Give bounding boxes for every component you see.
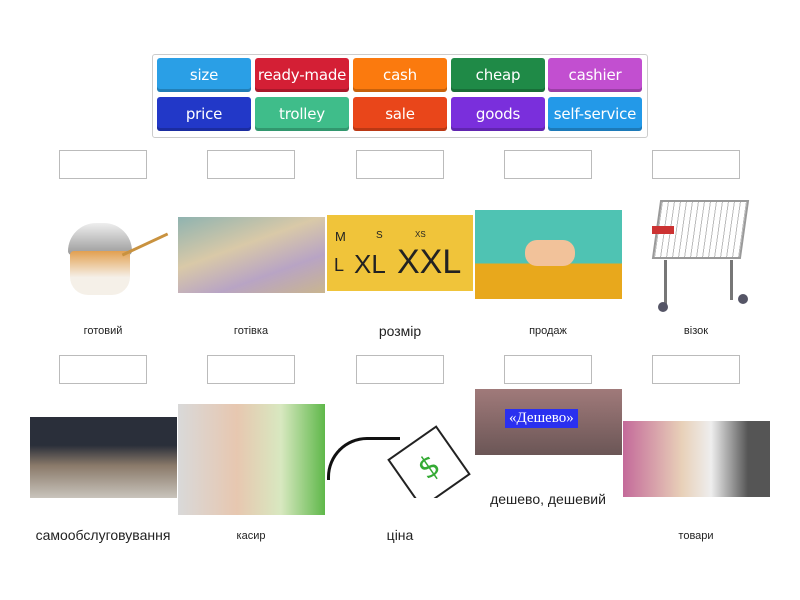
word-tile-ready-made[interactable]: ready-made [255, 58, 349, 92]
size-xl-text: XL [354, 249, 386, 279]
word-tile-sale[interactable]: sale [353, 97, 447, 131]
size-s-text: S [376, 230, 383, 241]
word-tile-size[interactable]: size [157, 58, 251, 92]
drop-box-8[interactable] [356, 355, 444, 384]
drop-box-10[interactable] [652, 355, 740, 384]
cheap-sign-text: «Дешево» [505, 409, 578, 428]
card-label: самообслуговування [35, 527, 171, 543]
drop-box-7[interactable] [207, 355, 295, 384]
card-label: готовий [83, 325, 123, 337]
size-xs-text: XS [415, 230, 426, 239]
handshake-image [475, 210, 622, 299]
goods-image [623, 421, 770, 497]
word-tile-cashier[interactable]: cashier [548, 58, 642, 92]
drop-box-1[interactable] [59, 150, 147, 179]
card-label: готівка [233, 325, 269, 337]
drop-box-9[interactable] [504, 355, 592, 384]
card-label: продаж [529, 325, 567, 337]
card-label: ціна [386, 527, 414, 543]
card-label: розмір [378, 323, 422, 339]
price-tag-image: $ [327, 417, 473, 498]
self-checkout-image [30, 417, 177, 498]
cash-image [178, 217, 325, 293]
word-tile-cash[interactable]: cash [353, 58, 447, 92]
card-label: касир [236, 530, 266, 542]
drop-box-4[interactable] [504, 150, 592, 179]
size-image: M S XS L XL XXL [327, 215, 473, 291]
noodles-image [65, 215, 173, 299]
word-tile-price[interactable]: price [157, 97, 251, 131]
trolley-image [650, 190, 755, 320]
word-tile-cheap[interactable]: cheap [451, 58, 545, 92]
card-label: візок [683, 325, 709, 337]
word-tile-trolley[interactable]: trolley [255, 97, 349, 131]
card-label: товари [678, 530, 714, 542]
drop-box-6[interactable] [59, 355, 147, 384]
size-l-text: L [334, 255, 345, 275]
cheap-sign-image: «Дешево» [475, 389, 622, 455]
word-tile-goods[interactable]: goods [451, 97, 545, 131]
drop-box-2[interactable] [207, 150, 295, 179]
size-xxl-text: XXL [397, 243, 462, 281]
drop-box-5[interactable] [652, 150, 740, 179]
word-tile-self-service[interactable]: self-service [548, 97, 642, 131]
cashier-image [178, 404, 325, 515]
drop-box-3[interactable] [356, 150, 444, 179]
size-m-text: M [335, 229, 346, 244]
card-label: дешево, дешевий [490, 491, 606, 507]
